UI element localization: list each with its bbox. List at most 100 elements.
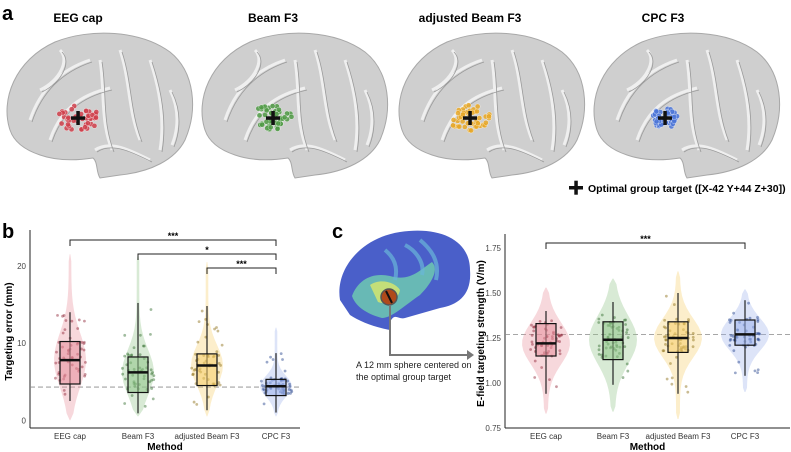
y-tick-label: 1.75 <box>485 244 501 253</box>
target-point <box>483 119 489 126</box>
data-point <box>692 338 695 342</box>
y-tick-label: 1.00 <box>485 379 501 388</box>
data-point <box>684 385 688 388</box>
data-point <box>555 385 558 389</box>
data-point <box>624 323 628 326</box>
data-point <box>662 349 666 353</box>
target-point <box>450 117 457 123</box>
panel-a-label: a <box>2 3 14 25</box>
data-point <box>753 369 757 373</box>
data-point <box>150 387 154 390</box>
data-point <box>687 318 690 321</box>
data-point <box>84 361 87 364</box>
panel-b-label: b <box>2 221 14 243</box>
legend-optimal-target: Optimal group target ([X-42 Y+44 Z+30]) <box>569 180 786 195</box>
data-point <box>664 338 668 342</box>
data-point <box>662 325 666 329</box>
brain-title: EEG cap <box>53 11 102 25</box>
data-point <box>675 317 679 321</box>
data-point <box>83 373 87 376</box>
data-point <box>80 365 84 369</box>
box <box>59 340 81 385</box>
data-point <box>82 340 86 344</box>
data-point <box>121 372 125 376</box>
target-point <box>465 102 472 109</box>
target-point <box>83 108 89 114</box>
data-point <box>557 334 561 338</box>
data-point <box>123 354 127 358</box>
target-point <box>281 114 288 121</box>
data-point <box>670 382 674 386</box>
data-point <box>625 362 629 366</box>
data-point <box>219 364 223 367</box>
target-point <box>93 109 100 115</box>
data-point <box>665 377 669 381</box>
data-point <box>150 372 154 376</box>
brain-gyri <box>615 48 766 162</box>
data-point <box>126 352 130 356</box>
data-point <box>217 353 221 357</box>
data-point <box>558 340 561 343</box>
brain-title: CPC F3 <box>642 11 685 25</box>
data-point <box>61 331 65 335</box>
data-point <box>286 379 290 383</box>
data-point <box>559 333 563 337</box>
data-point <box>213 327 216 331</box>
brain-surface <box>593 32 781 179</box>
data-point <box>540 366 544 369</box>
target-point <box>475 120 481 127</box>
data-point <box>686 390 690 394</box>
data-point <box>758 332 762 336</box>
target-point <box>269 103 276 109</box>
target-point <box>462 124 468 130</box>
plus-icon <box>76 111 80 125</box>
data-point <box>672 303 676 306</box>
target-point <box>91 123 98 129</box>
data-point <box>192 368 196 372</box>
panel-c-label: c <box>332 221 343 243</box>
data-point <box>54 376 57 380</box>
data-point <box>152 374 156 378</box>
data-point <box>218 383 222 387</box>
target-point <box>65 114 72 121</box>
box <box>196 353 218 387</box>
data-point <box>748 316 752 320</box>
data-point <box>54 361 58 365</box>
data-point <box>289 388 293 392</box>
plus-icon <box>271 111 275 125</box>
x-tick-label: EEG cap <box>530 432 563 441</box>
data-point <box>132 346 136 350</box>
data-point <box>77 318 81 322</box>
data-point <box>271 358 275 361</box>
data-point <box>64 319 68 322</box>
data-point <box>728 343 732 347</box>
x-tick-label: CPC F3 <box>731 432 760 441</box>
data-point <box>215 350 219 354</box>
data-point <box>57 372 61 376</box>
box <box>734 319 756 346</box>
target-point <box>276 106 282 113</box>
x-tick-label: Beam F3 <box>597 432 630 441</box>
y-axis-title: Targeting error (mm) <box>4 282 15 380</box>
data-point <box>130 394 134 397</box>
brain-title: adjusted Beam F3 <box>419 11 522 25</box>
brain-surface <box>398 32 586 179</box>
data-point <box>148 380 152 384</box>
plus-icon <box>569 180 583 195</box>
data-point <box>142 344 146 348</box>
data-point <box>130 353 134 357</box>
x-axis-title: Method <box>147 442 183 452</box>
data-point <box>600 353 604 357</box>
data-point <box>731 334 735 338</box>
significance-bracket <box>206 267 277 274</box>
data-point <box>756 368 760 372</box>
data-point <box>56 313 59 317</box>
data-point <box>83 374 87 378</box>
data-point <box>757 332 761 336</box>
target-point <box>653 108 660 115</box>
data-point <box>283 369 287 373</box>
data-point <box>664 294 668 298</box>
data-point <box>129 354 133 357</box>
